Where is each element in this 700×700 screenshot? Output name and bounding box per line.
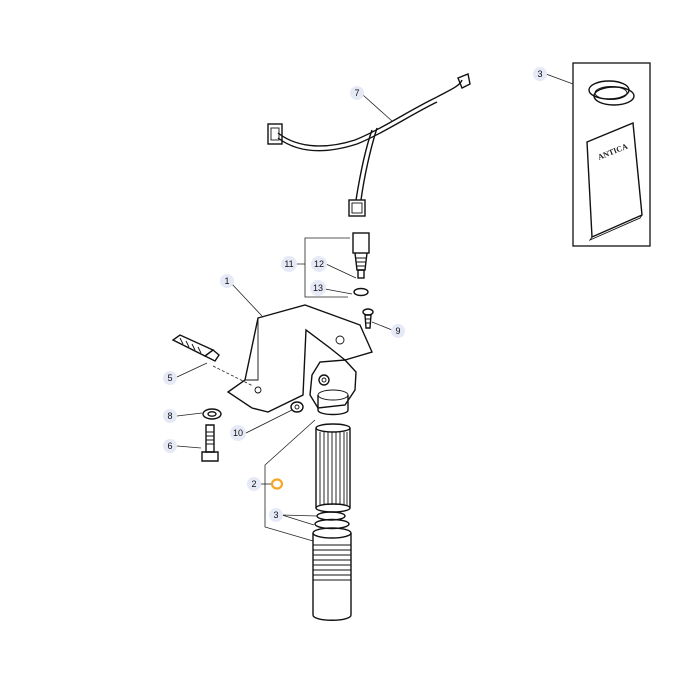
svg-text:6: 6: [167, 441, 172, 451]
callout-3-pair[interactable]: 3: [269, 508, 283, 522]
svg-text:9: 9: [395, 326, 400, 336]
filter-head[interactable]: [309, 359, 357, 416]
svg-text:13: 13: [313, 283, 323, 293]
stud-5[interactable]: [171, 334, 220, 362]
svg-text:5: 5: [167, 373, 172, 383]
callout-8[interactable]: 8: [163, 409, 177, 423]
sensor-switch[interactable]: [352, 232, 370, 279]
svg-text:7: 7: [354, 88, 359, 98]
bolt-6[interactable]: [201, 424, 219, 462]
callout-10[interactable]: 10: [230, 425, 246, 441]
filter-bowl[interactable]: [312, 527, 352, 621]
svg-text:11: 11: [284, 259, 293, 269]
callout-5[interactable]: 5: [163, 371, 177, 385]
svg-text:1: 1: [224, 276, 229, 286]
callout-7[interactable]: 7: [350, 86, 364, 100]
callout-3-kit[interactable]: 3: [533, 67, 547, 81]
svg-text:8: 8: [167, 411, 172, 421]
svg-text:10: 10: [233, 428, 243, 438]
filter-element[interactable]: [315, 423, 351, 513]
callout-2[interactable]: 2: [247, 477, 261, 491]
leader-lines: [176, 73, 574, 542]
callout-6[interactable]: 6: [163, 439, 177, 453]
wiring-harness[interactable]: [267, 73, 471, 217]
kit-o-rings: [588, 80, 635, 106]
svg-text:12: 12: [314, 259, 324, 269]
callout-11[interactable]: 11: [281, 256, 297, 272]
nut-10[interactable]: [290, 401, 304, 413]
seal-ring-13[interactable]: [353, 287, 369, 297]
seal-rings[interactable]: [314, 511, 350, 530]
washer-8[interactable]: [202, 408, 222, 420]
service-kit-panel[interactable]: ANTICA: [572, 62, 651, 247]
svg-text:3: 3: [273, 510, 278, 520]
mounting-bracket[interactable]: [226, 304, 373, 413]
callout-1[interactable]: 1: [220, 274, 234, 288]
highlighted-o-ring[interactable]: [270, 478, 284, 490]
callout-12[interactable]: 12: [311, 256, 327, 272]
svg-text:2: 2: [251, 479, 256, 489]
svg-text:3: 3: [537, 69, 542, 79]
screw-9[interactable]: [362, 308, 374, 329]
callout-13[interactable]: 13: [310, 280, 326, 296]
callout-9[interactable]: 9: [391, 324, 405, 338]
